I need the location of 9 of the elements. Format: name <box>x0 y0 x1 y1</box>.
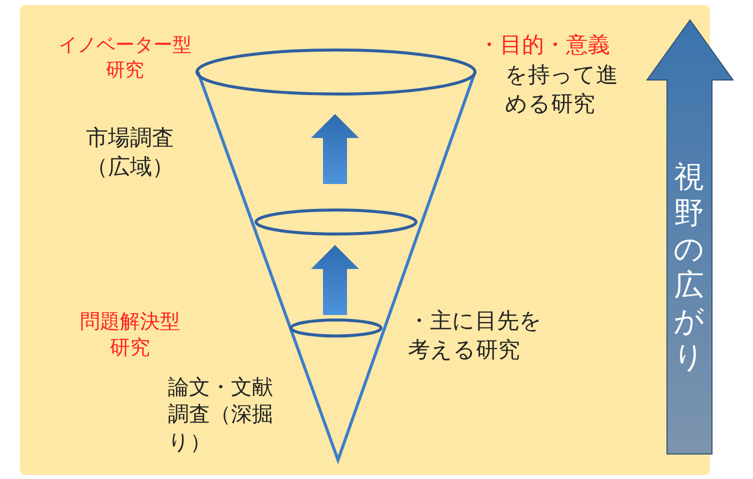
text-label: 論文・文献調査（深掘り） <box>168 374 274 456</box>
arrow-shape <box>646 19 734 454</box>
text-label: ・目的・意義 <box>478 32 611 60</box>
text-label: を持って進める研究 <box>505 62 619 119</box>
text-label: ・主に目先を考える研究 <box>408 308 543 365</box>
text-label: 問題解決型研究 <box>79 308 181 360</box>
arrow-label: 視野の広がり <box>672 160 706 376</box>
text-label: イノベーター型研究 <box>58 33 192 82</box>
text-label: 市場調査（広域） <box>85 125 175 182</box>
